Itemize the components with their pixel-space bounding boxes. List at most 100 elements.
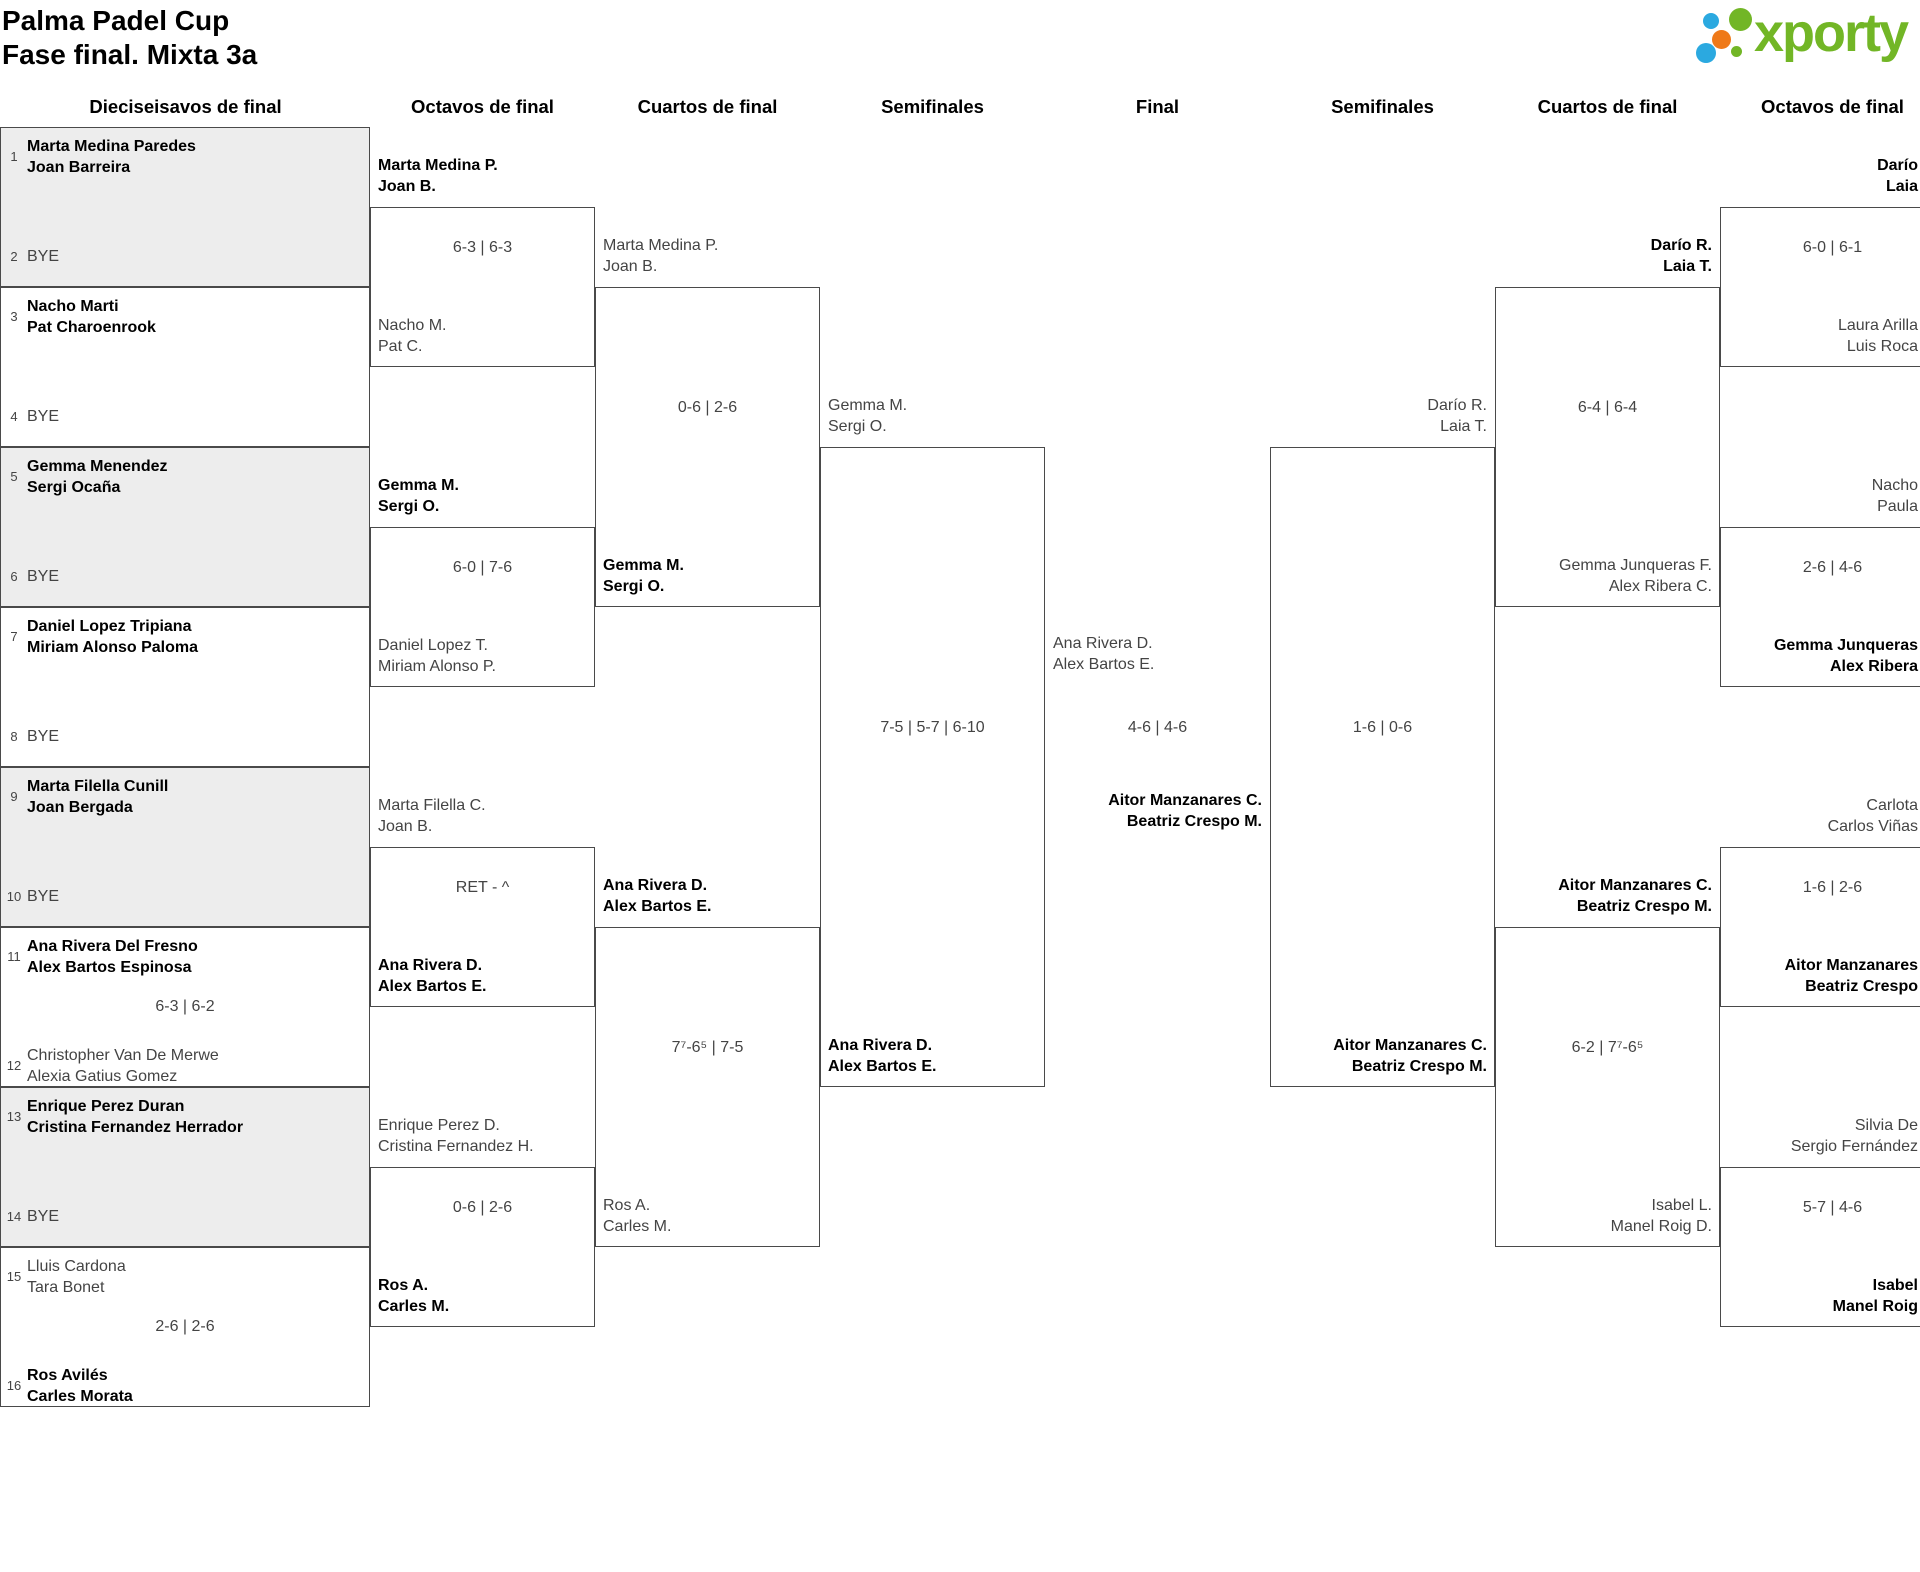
seed-number: 15 [6,1269,22,1284]
seed-number: 7 [10,629,18,644]
bye-label: BYE [27,408,60,425]
seed-number: 6 [10,569,18,584]
team-name: Gemma M. Sergi O. [378,477,459,515]
xporty-logo[interactable]: xporty [1690,0,1920,70]
match-box [0,1087,370,1247]
logo-dot-green-small [1731,46,1742,57]
logo-dot-orange [1712,30,1731,49]
team-name: Nacho Paula [1871,477,1918,515]
match-box [370,1167,595,1327]
match-box [370,527,595,687]
match-score: 7-5 | 5-7 | 6-10 [880,719,985,736]
bye-label: BYE [27,248,60,265]
team-name: Ana Rivera D. Alex Bartos E. [828,1037,937,1075]
bye-label: BYE [27,1208,60,1225]
match-score: 6-0 | 7-6 [452,559,513,576]
round-header-1: Dieciseisavos de final [89,96,282,117]
match-score: 2-6 | 2-6 [155,1318,215,1335]
team-name: Nacho M. Pat C. [378,317,447,355]
match-box [1270,447,1495,1087]
logo-dot-blue-large [1696,43,1716,63]
match-box [370,847,595,1007]
team-name: Lluis Cardona Tara Bonet [27,1258,126,1296]
match-box [1720,847,1920,1007]
seed-number: 14 [6,1209,22,1224]
seed-number: 8 [10,729,18,744]
match-box [0,767,370,927]
match-score: 6-2 | 7⁷-6⁵ [1571,1039,1644,1056]
match-score: 1-6 | 0-6 [1352,719,1413,736]
match-box [0,287,370,447]
match-score: 6-3 | 6-3 [452,239,513,256]
round-header-3: Cuartos de final [637,96,778,117]
final-team-name: Aitor Manzanares C. Beatriz Crespo M. [1108,792,1262,830]
team-name: Marta Medina P. Joan B. [378,157,498,195]
match-box [595,927,820,1247]
team-name: Aitor Manzanares C. Beatriz Crespo M. [1333,1037,1487,1075]
team-name: Ros Avilés Carles Morata [27,1367,133,1405]
match-box [1495,927,1720,1247]
match-score: 2-6 | 4-6 [1802,559,1863,576]
seed-number: 16 [6,1378,22,1393]
match-score: 0-6 | 2-6 [452,1199,513,1216]
team-name: Gemma Menendez Sergi Ocaña [27,458,168,496]
match-box [0,1247,370,1407]
seed-number: 10 [6,889,22,904]
round-header-5: Final [1135,96,1180,117]
match-score: 6-4 | 6-4 [1577,399,1638,416]
match-box [820,447,1045,1087]
round-header-8: Octavos de final [1761,96,1904,117]
match-box [0,607,370,767]
logo-dot-green-large [1729,8,1752,31]
match-score: RET - ^ [455,879,510,896]
team-name: Gemma M. Sergi O. [828,397,908,435]
team-name: Nacho Marti Pat Charoenrook [27,298,156,336]
match-box [0,127,370,287]
team-name: Darío R. Laia T. [1650,237,1712,275]
team-name: Ros A. Carles M. [603,1197,672,1235]
team-name: Ros A. Carles M. [378,1277,450,1315]
round-header-7: Cuartos de final [1537,96,1678,117]
match-box [0,927,370,1087]
match-score: 0-6 | 2-6 [677,399,738,416]
team-name: Isabel L. Manel Roig D. [1610,1197,1712,1235]
team-name: Christopher Van De Merwe Alexia Gatius G… [27,1047,219,1085]
team-name: Enrique Perez D. Cristina Fernandez H. [378,1117,534,1155]
team-name: Marta Filella C. Joan B. [378,797,486,835]
match-box [0,447,370,607]
seed-number: 1 [10,149,18,164]
team-name: Daniel Lopez T. Miriam Alonso P. [378,637,496,675]
seed-number: 3 [10,309,18,324]
team-name: Aitor Manzanares C. Beatriz Crespo M. [1558,877,1712,915]
match-box [370,207,595,367]
team-name: Silvia De Sergio Fernández [1790,1117,1918,1155]
match-score: 1-6 | 2-6 [1802,879,1863,896]
team-name: Isabel Manel Roig [1832,1277,1918,1315]
final-team-name: Ana Rivera D. Alex Bartos E. [1053,635,1155,673]
match-score: 7⁷-6⁵ | 7-5 [671,1039,744,1056]
team-name: Gemma M. Sergi O. [603,557,684,595]
team-name: Ana Rivera D. Alex Bartos E. [603,877,712,915]
title-line-2: Fase final. Mixta 3a [2,39,258,70]
seed-number: 12 [6,1058,22,1073]
match-box [1720,1167,1920,1327]
bye-label: BYE [27,888,60,905]
team-name: Enrique Perez Duran Cristina Fernandez H… [27,1098,244,1136]
round-header-6: Semifinales [1331,96,1434,117]
match-score: 5-7 | 4-6 [1802,1199,1863,1216]
bye-label: BYE [27,728,60,745]
match-score: 6-0 | 6-1 [1802,239,1863,256]
team-name: Darío R. Laia T. [1427,397,1487,435]
match-box [1495,287,1720,607]
round-header-2: Octavos de final [411,96,554,117]
seed-number: 5 [10,469,18,484]
match-score: 6-3 | 6-2 [155,998,215,1015]
team-name: Darío Laia [1877,157,1918,195]
logo-wordmark: xporty [1754,3,1909,63]
seed-number: 9 [10,789,18,804]
team-name: Marta Medina P. Joan B. [603,237,719,275]
team-name: Laura Arilla Luis Roca [1837,317,1918,355]
seed-number: 2 [10,249,18,264]
team-name: Marta Medina Paredes Joan Barreira [27,138,196,176]
